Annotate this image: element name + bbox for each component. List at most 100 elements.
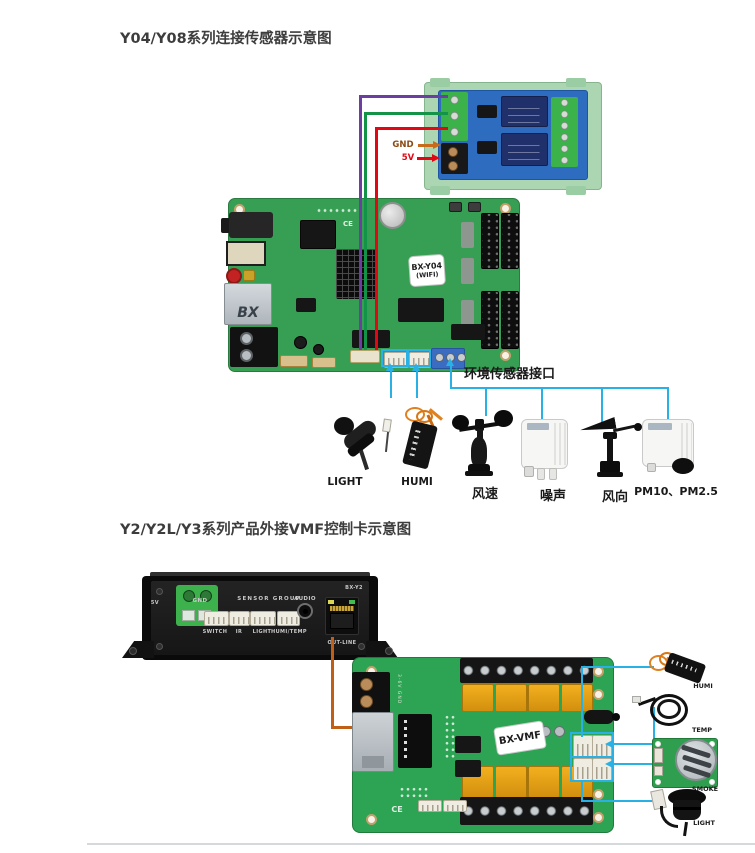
relay-terminal-strip-bottom	[460, 797, 593, 825]
mounting-hole	[366, 814, 377, 825]
power-terminal	[230, 327, 278, 367]
gray-connector	[461, 300, 474, 326]
relay-wire-connector	[350, 350, 380, 363]
ethernet-port: BX	[224, 283, 272, 325]
blue-terminal-screw	[435, 353, 444, 362]
sensor-bus-line	[450, 387, 669, 390]
vmf-audio-jack	[584, 710, 614, 724]
model-sticker-mode: (WIFI)	[415, 270, 439, 280]
green-wire-h	[364, 112, 448, 115]
noise-mic	[537, 468, 545, 480]
smoke-pcb-hole	[655, 779, 661, 785]
vmf-relay	[495, 766, 527, 798]
ir-port-label: IR	[235, 629, 243, 635]
anemometer-hub	[475, 419, 484, 431]
mounting-hole	[593, 812, 604, 823]
smoke-pcb-hole	[655, 741, 661, 747]
box-terminal-hole	[182, 610, 195, 621]
edge-connector	[280, 355, 308, 367]
main-chip	[300, 220, 336, 249]
flange-screw	[385, 647, 393, 655]
drop-line-winddir	[601, 389, 604, 427]
light-sensor-stem	[359, 449, 369, 471]
box-terminal-screw	[183, 590, 195, 602]
vmf-relay	[561, 684, 593, 712]
mounting-hole	[593, 689, 604, 700]
relay-power-screw	[448, 161, 458, 171]
smoke-link-arrow	[605, 760, 613, 768]
audio-jack	[229, 212, 273, 238]
light-sensor-plug	[382, 418, 392, 433]
vmf-relay	[528, 684, 560, 712]
mounting-hole	[500, 350, 511, 361]
gnd-arrow-line	[418, 144, 434, 147]
sensor-group-label: SENSOR GROUP	[237, 596, 301, 602]
memory-chip	[352, 330, 390, 348]
light-port	[250, 611, 276, 626]
humi-temp-port	[277, 611, 300, 626]
orange-cable-h	[331, 726, 354, 729]
switch-port	[204, 611, 229, 626]
vmf-ce-mark: CE	[391, 805, 403, 814]
blue-terminal-screw	[457, 353, 466, 362]
temp-link-h	[613, 743, 655, 746]
box-terminal-screw	[200, 590, 212, 602]
vmf-relay	[462, 684, 494, 712]
antenna-sma-gold	[243, 270, 255, 281]
vmf-power-screw	[360, 678, 373, 691]
drop-line-windspeed	[485, 389, 488, 416]
optocoupler-ic	[477, 105, 497, 118]
noise-mic	[549, 468, 557, 480]
light-link-v	[581, 781, 584, 802]
sensor2-label-humi: HUMI	[693, 682, 713, 690]
temp-link-arrow	[605, 740, 613, 748]
smoke-connector	[654, 748, 663, 763]
port-led-yellow	[328, 600, 334, 604]
orange-cable-v	[331, 637, 334, 728]
relay-terminal-strip-top	[460, 658, 593, 683]
ir-port	[229, 611, 250, 626]
mounting-hole	[593, 789, 604, 800]
mounting-flange-left	[122, 641, 154, 658]
model-sticker: BX-Y04 (WIFI)	[407, 253, 447, 288]
ce-mark: CE	[343, 220, 353, 228]
sensor-label-pm: PM10、PM2.5	[634, 485, 718, 498]
relay-carrier-tab	[566, 186, 586, 195]
gray-connector	[461, 258, 474, 284]
capacitor	[294, 336, 307, 349]
vmf-relay	[528, 766, 560, 798]
small-chip	[296, 298, 316, 312]
light2-body	[673, 800, 701, 820]
optocoupler-ic	[477, 141, 497, 154]
pm-sensor-ridges	[681, 423, 692, 463]
temp-link-v	[653, 707, 656, 745]
temp-cable-coil-inner	[657, 699, 681, 719]
5v-arrow-head	[432, 154, 440, 162]
usb-port	[226, 241, 266, 266]
wind-vane-flange	[597, 472, 623, 477]
humi-link-v	[581, 666, 584, 737]
heatsink	[336, 249, 378, 299]
memory-chip	[451, 324, 485, 340]
relay-2	[501, 133, 548, 166]
sensor2-label-smoke: SMOKE	[691, 785, 719, 793]
pin-hole-row	[316, 207, 360, 214]
relay-input-terminal	[441, 92, 468, 141]
wind-vane-rod	[612, 424, 636, 433]
switch-port-label: SWITCH	[202, 629, 228, 635]
light-sensor-dome	[334, 417, 354, 435]
capacitor	[313, 344, 324, 355]
connector-arrow-head	[386, 363, 394, 371]
vmf-edge-connector	[443, 800, 467, 812]
light-port-label: LIGHT	[252, 629, 272, 635]
audio-jack-barrel	[221, 218, 230, 233]
push-button	[449, 202, 462, 212]
power-terminal-screw	[240, 349, 253, 362]
vmf-capacitor	[554, 726, 565, 737]
hub-connector	[501, 291, 519, 349]
humi-link-h	[581, 666, 654, 669]
drop-line-pm	[666, 389, 669, 421]
relay-carrier-tab	[430, 78, 450, 87]
vmf-sensor-connector	[573, 758, 593, 781]
